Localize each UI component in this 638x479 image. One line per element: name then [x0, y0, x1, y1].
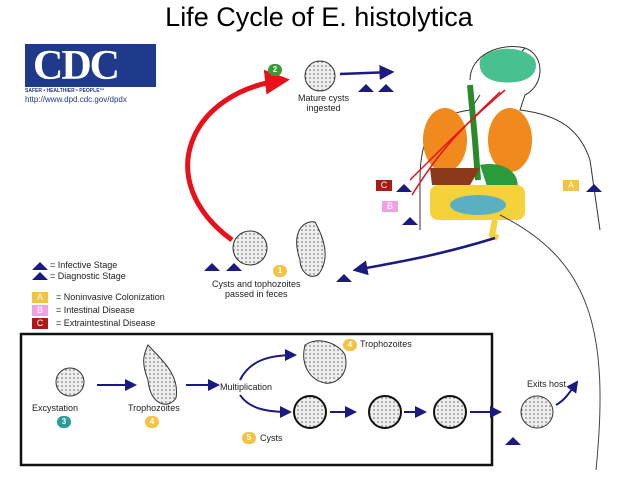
rectum [488, 219, 500, 241]
liver [430, 168, 480, 185]
brain [479, 48, 536, 83]
trophozoites-label: Trophozoites [128, 403, 180, 413]
stage-5-badge: 5 [242, 432, 256, 444]
stage-2-label-line1: Mature cysts [298, 93, 350, 103]
small-intestine [450, 195, 506, 215]
legend-a-label: = Noninvasive Colonization [56, 292, 165, 302]
trophozoite-shape [143, 344, 178, 405]
legend-a-swatch: A [32, 292, 48, 303]
excystation-label: Excystation [32, 403, 79, 413]
cdc-url[interactable]: http://www.dpd.cdc.gov/dpdx [25, 95, 127, 104]
mature-cyst [304, 60, 336, 92]
cdc-tagline: SAFER • HEALTHIER • PEOPLE™ [25, 88, 105, 94]
stage-4-badge: 4 [145, 416, 159, 428]
marker-a: A [563, 180, 579, 191]
arrow-to-mouth [339, 64, 395, 80]
legend-b-label: = Intestinal Disease [56, 305, 135, 315]
cyst-4 [520, 395, 554, 429]
stage-1-label-line2: passed in feces [225, 289, 288, 299]
exits-host-label: Exits host [527, 379, 567, 389]
cdc-logo-text: CDC [33, 43, 120, 89]
legend-diagnostic: = Diagnostic Stage [50, 271, 126, 281]
intestinal-cycle-box [19, 332, 494, 467]
legend-b-swatch: B [32, 305, 48, 316]
left-lung [423, 108, 467, 172]
cyst-2 [368, 395, 402, 429]
cyst-1 [293, 395, 327, 429]
legend-c-label: = Extraintestinal Disease [56, 318, 156, 328]
arrow-from-body [352, 236, 496, 276]
legend-c-swatch: C [32, 318, 48, 329]
cdc-logo: CDC [25, 43, 156, 89]
trophozoite-amoeba [303, 340, 347, 384]
passed-cyst [232, 230, 268, 266]
stage-3-badge: 3 [57, 416, 71, 428]
stage-1-label-line1: Cysts and tophozoites [212, 279, 301, 289]
right-lung [488, 108, 532, 172]
marker-c: C [376, 180, 392, 191]
multiplication-label: Multiplication [220, 382, 273, 392]
marker-b: B [382, 201, 398, 212]
cysts-label: Cysts [260, 433, 283, 443]
page-title: Life Cycle of E. histolytica [165, 2, 473, 32]
cyst-3 [433, 395, 467, 429]
stage-2-label-line2: ingested [306, 103, 341, 113]
stage-4b-badge: 4 [343, 339, 357, 351]
excystation-cyst [55, 367, 85, 397]
passed-trophozoite [296, 221, 326, 277]
exit-curve [499, 214, 601, 471]
stage-1-badge: 1 [273, 265, 287, 277]
ingestion-arrow [185, 69, 290, 243]
stage-2-badge: 2 [268, 64, 282, 76]
legend-infective: = Infective Stage [50, 260, 118, 270]
trophozoites-label-2: Trophozoites [360, 339, 412, 349]
esophagus [467, 84, 481, 181]
